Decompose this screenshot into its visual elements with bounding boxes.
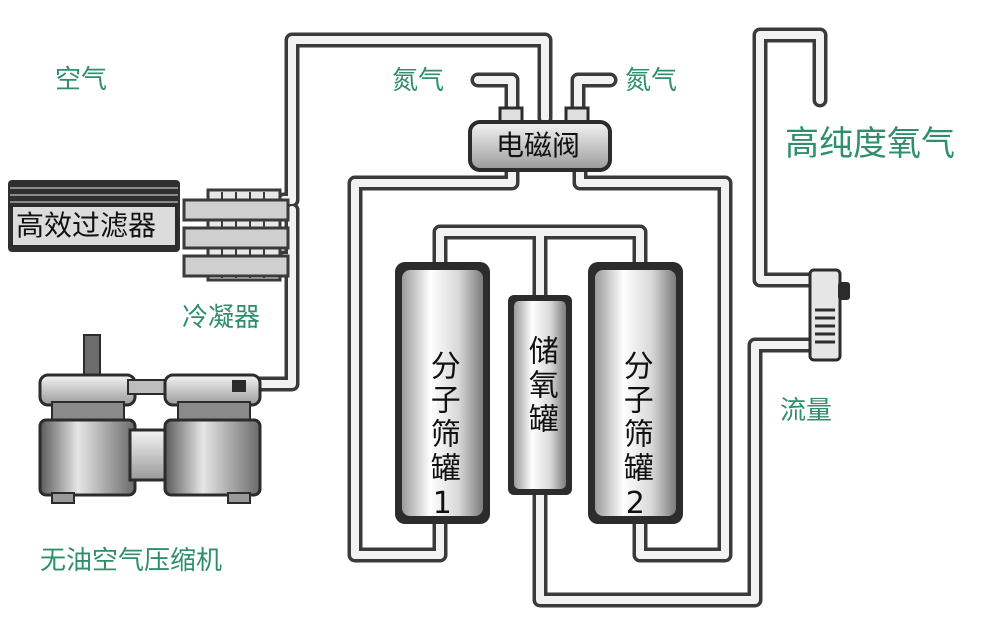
molecular-sieve-tank-1 <box>395 262 490 524</box>
condenser <box>182 188 290 282</box>
label-nitrogen-left: 氮气 <box>392 66 445 96</box>
filter-label: 高效过滤器 <box>16 209 157 242</box>
sieve-1-text: 分子筛罐1 <box>424 350 460 525</box>
sieve-2-text: 分子筛罐2 <box>617 350 653 525</box>
sieve-2-label: 分子筛罐2 <box>615 350 655 532</box>
high-efficiency-filter <box>8 180 180 252</box>
label-air: 空气 <box>55 65 108 95</box>
oil-free-compressor <box>38 334 262 504</box>
label-nitrogen-right: 氮气 <box>625 66 678 96</box>
storage-label: 储氧罐 <box>520 335 560 444</box>
oxygen-storage-tank <box>508 295 572 495</box>
storage-text: 储氧罐 <box>522 335 558 437</box>
solenoid-valve <box>468 106 612 172</box>
label-high-purity-oxygen: 高纯度氧气 <box>785 124 955 164</box>
label-condenser: 冷凝器 <box>182 303 261 333</box>
flow-meter <box>808 268 850 362</box>
valve-label: 电磁阀 <box>496 129 581 162</box>
molecular-sieve-tank-2 <box>588 262 683 524</box>
sieve-1-label: 分子筛罐1 <box>422 350 462 532</box>
label-flow: 流量 <box>780 396 833 426</box>
label-compressor: 无油空气压缩机 <box>40 546 223 576</box>
